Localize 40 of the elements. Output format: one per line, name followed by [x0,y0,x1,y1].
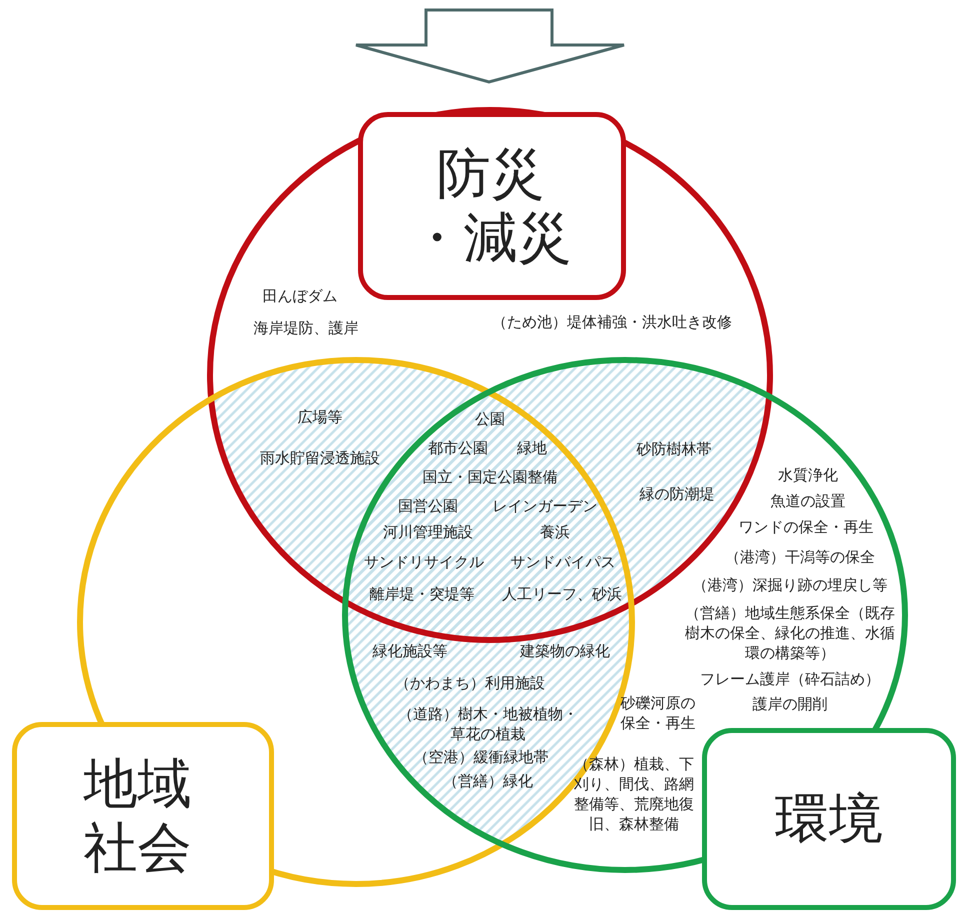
category-title: 環境 [775,787,883,851]
item-label: 海岸堤防、護岸 [254,318,358,338]
item-label: 水質浄化 [778,465,838,485]
item-label: （空港）緩衝緑地帯 [414,747,548,767]
item-label: 緑化施設等 [372,641,448,661]
category-box [702,728,956,910]
item-label: （港湾）干潟等の保全 [725,547,875,567]
category-title: 地域社会 [84,752,193,880]
item-label: 国営公園 [398,496,458,516]
item-label: 人工リーフ、砂浜 [502,584,622,604]
item-label: （道路）樹木・地被植物・草花の植栽 [397,704,579,744]
item-label: 公園 [475,409,505,429]
item-label: 養浜 [540,522,570,542]
item-label: 砂礫河原の保全・再生 [620,693,696,733]
item-label: 都市公園 [428,438,488,458]
item-label: 護岸の開削 [752,694,828,714]
item-label: （営繕）緑化 [443,771,533,791]
item-label: 離岸堤・突堤等 [370,584,474,604]
item-label: 雨水貯留浸透施設 [260,448,380,468]
item-label: （営繕）地域生態系保全（既存樹木の保全、緑化の推進、水循環の構築等） [684,603,896,663]
item-label: （かわまち）利用施設 [395,673,545,693]
item-label: 砂防樹林帯 [636,439,712,459]
item-label: 魚道の設置 [770,491,846,511]
item-label: サンドバイパス [510,552,616,572]
item-label: 緑の防潮堤 [640,484,714,504]
item-label: 国立・国定公園整備 [422,467,558,487]
item-label: 広場等 [298,407,342,427]
item-label: 緑地 [517,438,547,458]
category-title: 防災・減災 [410,142,573,270]
item-label: （港湾）深掘り跡の埋戻し等 [692,575,888,595]
category-box [12,722,274,910]
item-label: レインガーデン [492,496,598,516]
item-label: 河川管理施設 [383,522,473,542]
item-label: ワンドの保全・再生 [738,517,874,537]
category-box [358,112,626,300]
item-label: フレーム護岸（砕石詰め） [700,669,880,689]
item-label: サンドリサイクル [364,552,484,572]
item-label: 建築物の緑化 [520,641,610,661]
item-label: （ため池）堤体補強・洪水吐き改修 [492,312,732,332]
item-label: 田んぼダム [262,286,338,306]
